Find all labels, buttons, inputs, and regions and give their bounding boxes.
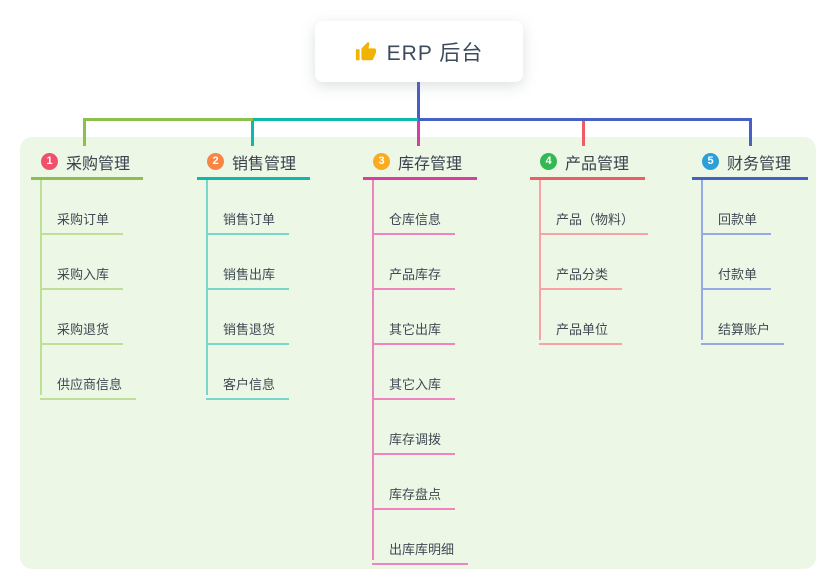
child-node[interactable]: 产品（物料） [539,204,649,235]
branch-number-badge: 5 [702,153,719,170]
child-node[interactable]: 仓库信息 [372,204,456,235]
mindmap-panel-background [20,137,816,569]
connector-drop-branch-1 [83,118,86,146]
branch-label: 财务管理 [727,155,792,173]
connector-spine-branch-1 [40,180,42,395]
root-node-title: ERP 后台 [386,41,484,65]
child-node[interactable]: 回款单 [701,204,772,235]
child-node[interactable]: 采购退货 [40,314,124,345]
branch-node-2[interactable]: 2 销售管理 [197,146,310,180]
child-node[interactable]: 库存盘点 [372,479,456,510]
child-node[interactable]: 产品单位 [539,314,623,345]
child-node[interactable]: 销售退货 [206,314,290,345]
branch-node-4[interactable]: 4 产品管理 [530,146,645,180]
branch-node-1[interactable]: 1 采购管理 [31,146,143,180]
connector-spine-branch-2 [206,180,208,395]
connector-trunk [417,82,420,121]
root-node[interactable]: ERP 后台 [315,21,523,82]
child-node[interactable]: 采购入库 [40,259,124,290]
branch-label: 采购管理 [66,155,131,173]
connector-rail-middle [253,118,418,121]
connector-rail-left [84,118,253,121]
connector-drop-branch-5 [749,118,752,146]
branch-node-5[interactable]: 5 财务管理 [692,146,808,180]
child-node[interactable]: 客户信息 [206,369,290,400]
child-node[interactable]: 供应商信息 [40,369,137,400]
branch-number-badge: 2 [207,153,224,170]
connector-rail-right [418,118,752,121]
connector-spine-branch-3 [372,180,374,560]
child-node[interactable]: 付款单 [701,259,772,290]
child-node[interactable]: 采购订单 [40,204,124,235]
child-node[interactable]: 其它出库 [372,314,456,345]
branch-label: 库存管理 [398,155,463,173]
branch-number-badge: 1 [41,153,58,170]
child-node[interactable]: 结算账户 [701,314,785,345]
connector-drop-branch-3 [417,121,420,146]
branch-node-3[interactable]: 3 库存管理 [363,146,477,180]
thumbs-up-icon [355,41,377,63]
child-node[interactable]: 出库库明细 [372,534,469,565]
connector-drop-branch-4 [582,121,585,146]
child-node[interactable]: 销售出库 [206,259,290,290]
child-node[interactable]: 销售订单 [206,204,290,235]
connector-spine-branch-5 [701,180,703,340]
branch-number-badge: 3 [373,153,390,170]
connector-spine-branch-4 [539,180,541,340]
child-node[interactable]: 其它入库 [372,369,456,400]
branch-label: 销售管理 [232,155,297,173]
child-node[interactable]: 库存调拨 [372,424,456,455]
branch-number-badge: 4 [540,153,557,170]
branch-label: 产品管理 [565,155,630,173]
child-node[interactable]: 产品分类 [539,259,623,290]
connector-drop-branch-2 [251,121,254,146]
child-node[interactable]: 产品库存 [372,259,456,290]
